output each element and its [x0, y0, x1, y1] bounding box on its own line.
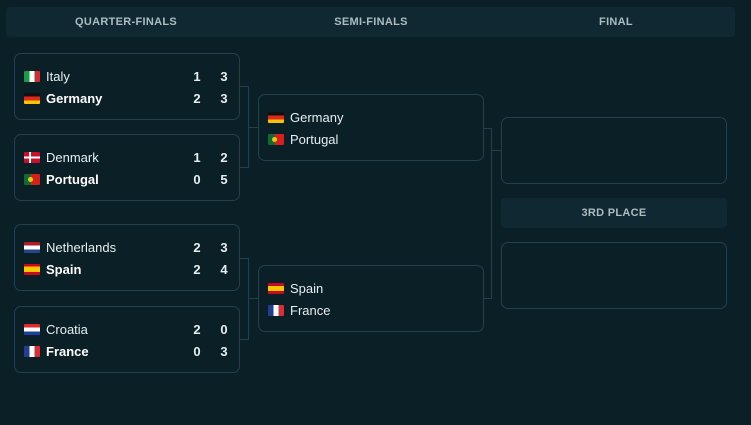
france-flag-icon [24, 345, 40, 357]
score: 1 [193, 149, 201, 165]
score: 3 [220, 343, 228, 359]
score: 0 [193, 343, 201, 359]
semi-finals-heading: SEMI-FINALS [334, 16, 408, 28]
team-name: Portugal [46, 171, 99, 187]
team-name: Germany [46, 90, 103, 106]
team-name: Croatia [46, 321, 88, 337]
connector-line [484, 298, 491, 299]
team-row: Italy 1 3 [24, 66, 231, 86]
connector-line [484, 128, 491, 129]
score: 2 [193, 90, 201, 106]
team-row: Spain [268, 278, 475, 298]
score: 3 [220, 68, 228, 84]
portugal-flag-icon [268, 133, 284, 145]
connector-line [248, 298, 258, 299]
score: 0 [193, 171, 201, 187]
connector-line [491, 128, 492, 299]
germany-flag-icon [24, 92, 40, 104]
final-heading: FINAL [599, 16, 633, 28]
team-name: Italy [46, 68, 70, 84]
connector-line [248, 127, 258, 128]
team-row: Germany 2 3 [24, 88, 231, 108]
team-row: Netherlands 2 3 [24, 237, 231, 257]
third-place-heading: 3RD PLACE [501, 198, 727, 228]
quarter-final-match-4[interactable]: Croatia 2 0 France 0 3 [14, 306, 240, 373]
quarter-final-match-2[interactable]: Denmark 1 2 Portugal 0 5 [14, 134, 240, 201]
team-name: Germany [290, 109, 344, 125]
score: 2 [193, 321, 201, 337]
team-row: Germany [268, 107, 475, 127]
quarter-final-match-1[interactable]: Italy 1 3 Germany 2 3 [14, 53, 240, 120]
team-name: Spain [46, 261, 82, 277]
score: 0 [220, 321, 228, 337]
spain-flag-icon [24, 263, 40, 275]
team-row: France 0 3 [24, 341, 231, 361]
team-name: Portugal [290, 131, 339, 147]
team-row: Denmark 1 2 [24, 147, 231, 167]
team-name: France [290, 302, 331, 318]
connector-line [240, 86, 248, 87]
connector-line [240, 258, 248, 259]
team-name: Spain [290, 280, 324, 296]
team-name: Denmark [46, 149, 99, 165]
croatia-flag-icon [24, 323, 40, 335]
italy-flag-icon [24, 70, 40, 82]
quarter-final-match-3[interactable]: Netherlands 2 3 Spain 2 4 [14, 224, 240, 291]
team-name: France [46, 343, 89, 359]
third-place-match[interactable] [501, 242, 727, 309]
spain-flag-icon [268, 282, 284, 294]
connector-line [491, 150, 501, 151]
connector-line [240, 167, 248, 168]
team-row: France [268, 300, 475, 320]
connector-line [248, 258, 249, 340]
score: 2 [193, 261, 201, 277]
denmark-flag-icon [24, 151, 40, 163]
score: 2 [220, 149, 228, 165]
score: 3 [220, 239, 228, 255]
score: 5 [220, 171, 228, 187]
bracket-header: QUARTER-FINALS SEMI-FINALS FINAL [6, 7, 735, 37]
quarter-finals-heading: QUARTER-FINALS [75, 16, 177, 28]
semi-final-match-2[interactable]: Spain France [258, 265, 484, 332]
netherlands-flag-icon [24, 241, 40, 253]
team-name: Netherlands [46, 239, 117, 255]
score: 2 [193, 239, 201, 255]
team-row: Croatia 2 0 [24, 319, 231, 339]
team-row: Portugal [268, 129, 475, 149]
final-match[interactable] [501, 117, 727, 184]
portugal-flag-icon [24, 173, 40, 185]
score: 4 [220, 261, 228, 277]
connector-line [240, 339, 248, 340]
score: 3 [220, 90, 228, 106]
france-flag-icon [268, 304, 284, 316]
team-row: Spain 2 4 [24, 259, 231, 279]
score: 1 [193, 68, 201, 84]
semi-final-match-1[interactable]: Germany Portugal [258, 94, 484, 161]
team-row: Portugal 0 5 [24, 169, 231, 189]
germany-flag-icon [268, 111, 284, 123]
